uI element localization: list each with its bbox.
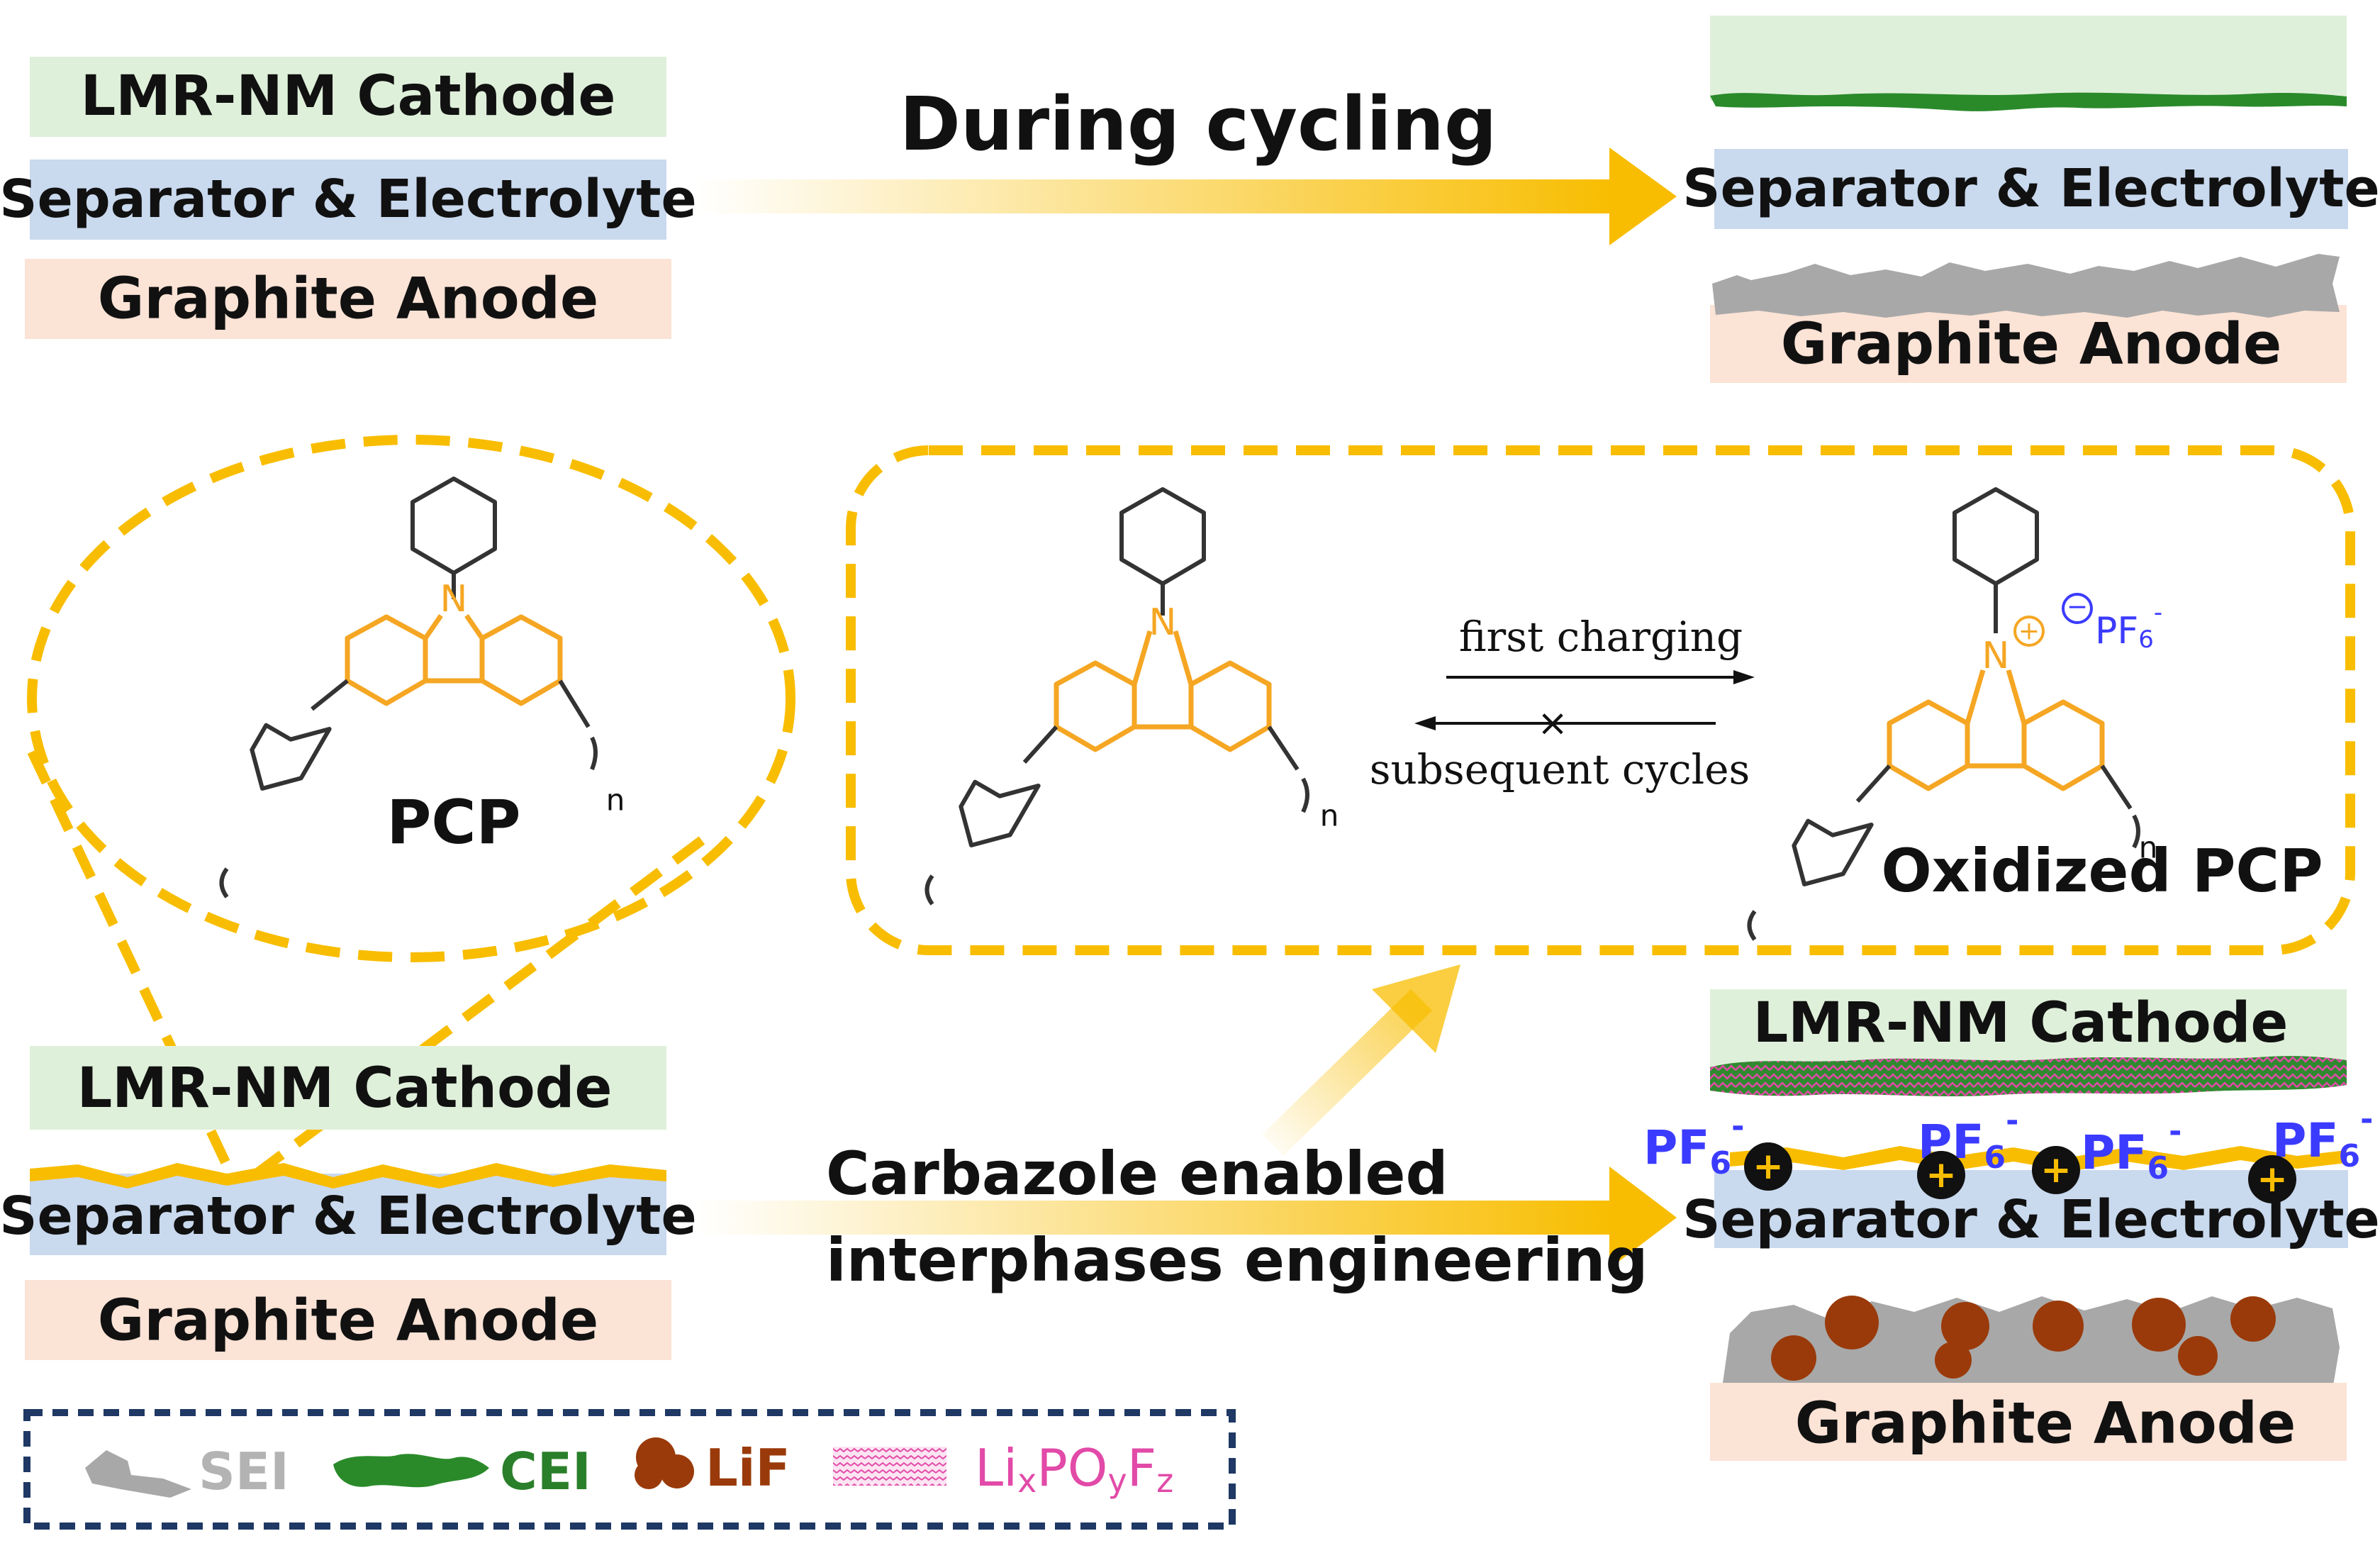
forward-label: first charging bbox=[1459, 613, 1743, 661]
separator-layer bbox=[30, 160, 666, 240]
reaction-frame bbox=[846, 445, 2355, 955]
svg-text:+: + bbox=[2257, 1158, 2288, 1201]
right-subscript-n: n bbox=[2139, 830, 2158, 865]
sei-layer bbox=[1712, 254, 2340, 318]
pcp-molecule bbox=[219, 477, 598, 898]
lixpoyfz-swatch bbox=[833, 1447, 946, 1486]
cei-swatch bbox=[333, 1454, 489, 1488]
bottom-right-stack: LMR-NM Cathode Separator & Electrolyte P… bbox=[1643, 989, 2380, 1461]
cathode-layer bbox=[30, 57, 666, 137]
zoom-guide-left bbox=[27, 750, 242, 1190]
cation-marker: + bbox=[1744, 1142, 1792, 1191]
separator-layer bbox=[1714, 149, 2348, 229]
sei-swatch bbox=[85, 1450, 191, 1498]
cation-marker: + bbox=[1917, 1151, 1965, 1199]
product-label: Oxidized PCP bbox=[1881, 836, 2323, 906]
separator-layer bbox=[30, 1174, 666, 1255]
top-left-stack: LMR-NM Cathode Separator & Electrolyte G… bbox=[0, 57, 697, 339]
legend-lif: LiF bbox=[705, 1438, 790, 1498]
cathode-label: LMR-NM Cathode bbox=[1753, 991, 2289, 1055]
radical-cation-sign: + bbox=[2018, 617, 2040, 646]
cei-lixpoyfz-layer bbox=[1710, 1056, 2347, 1096]
left-n-atom: N bbox=[1149, 601, 1177, 644]
pcp-subscript-n: n bbox=[606, 783, 625, 818]
legend-sei: SEI bbox=[199, 1442, 289, 1501]
anode-label: Graphite Anode bbox=[1795, 1391, 2296, 1457]
left-subscript-n: n bbox=[1320, 798, 1339, 833]
cathode-label: LMR-NM Cathode bbox=[77, 1057, 613, 1120]
pcp-n-atom: N bbox=[440, 578, 468, 620]
legend-frame bbox=[23, 1409, 1236, 1530]
svg-text:+: + bbox=[1753, 1145, 1784, 1188]
cation-marker: + bbox=[2032, 1146, 2080, 1194]
radical-cation-circle bbox=[2013, 616, 2045, 647]
legend-cei: CEI bbox=[500, 1442, 591, 1501]
bottom-arrow-label-line1: Carbazole enabled bbox=[826, 1139, 1448, 1208]
anode-layer bbox=[25, 1280, 671, 1360]
anode-label: Graphite Anode bbox=[98, 1288, 598, 1354]
diagonal-arrow bbox=[1262, 964, 1460, 1156]
zoom-guide-right bbox=[234, 836, 705, 1192]
reverse-label: subsequent cycles bbox=[1370, 745, 1750, 794]
counter-ion-formula: PF6- bbox=[2095, 599, 2162, 654]
lif-particles bbox=[1771, 1296, 2276, 1381]
pf6-label: PF6- bbox=[1643, 1108, 1744, 1181]
svg-text:+: + bbox=[2040, 1149, 2072, 1191]
pf6-label: PF6- bbox=[2081, 1113, 2181, 1186]
pcp-coating bbox=[30, 1163, 666, 1189]
blocked-mark: × bbox=[1537, 702, 1568, 745]
separator-label: Separator & Electrolyte bbox=[0, 169, 697, 230]
top-right-stack: Separator & Electrolyte Graphite Anode bbox=[1682, 16, 2380, 383]
top-arrow: During cycling bbox=[695, 81, 1677, 245]
cation-marker: + bbox=[2248, 1155, 2296, 1203]
pcp-structure bbox=[924, 487, 1309, 906]
cei-layer bbox=[1710, 92, 2347, 111]
anode-layer bbox=[1710, 305, 2347, 383]
top-arrow-label: During cycling bbox=[900, 81, 1497, 167]
equilibrium-arrows bbox=[1414, 670, 1755, 730]
anode-layer bbox=[1710, 1383, 2347, 1461]
svg-text:+: + bbox=[1926, 1154, 1957, 1196]
cathode-label: LMR-NM Cathode bbox=[81, 65, 616, 128]
pcp-label: PCP bbox=[386, 787, 520, 858]
bottom-arrow-label-line2: interphases engineering bbox=[826, 1225, 1648, 1295]
counter-ion-sign: − bbox=[2067, 593, 2088, 622]
anode-layer bbox=[25, 259, 671, 339]
separator-label: Separator & Electrolyte bbox=[0, 1186, 697, 1247]
legend-lixpoyfz: LixPOyFz bbox=[975, 1438, 1173, 1500]
counter-ion-circle bbox=[2062, 593, 2093, 624]
reaction-box: N n first charging × subsequent cycles bbox=[846, 445, 2355, 955]
cathode-layer bbox=[30, 1046, 666, 1130]
separator-layer bbox=[1714, 1170, 2348, 1248]
oxidized-pcp-structure bbox=[1747, 487, 2140, 941]
pcp-zoom: N PCP n bbox=[27, 435, 795, 1192]
anode-label: Graphite Anode bbox=[1781, 311, 2281, 377]
zoom-ellipse bbox=[27, 435, 795, 962]
anode-label: Graphite Anode bbox=[98, 266, 598, 332]
bottom-arrow: Carbazole enabled interphases engineerin… bbox=[695, 1139, 1677, 1295]
bottom-left-stack: LMR-NM Cathode Separator & Electrolyte G… bbox=[0, 1046, 697, 1360]
right-n-atom: N bbox=[1982, 635, 2010, 677]
separator-label: Separator & Electrolyte bbox=[1682, 158, 2379, 219]
legend: SEI CEI LiF LixPOyFz bbox=[23, 1409, 1236, 1530]
lif-swatch bbox=[635, 1437, 694, 1489]
cathode-layer bbox=[1710, 16, 2347, 101]
